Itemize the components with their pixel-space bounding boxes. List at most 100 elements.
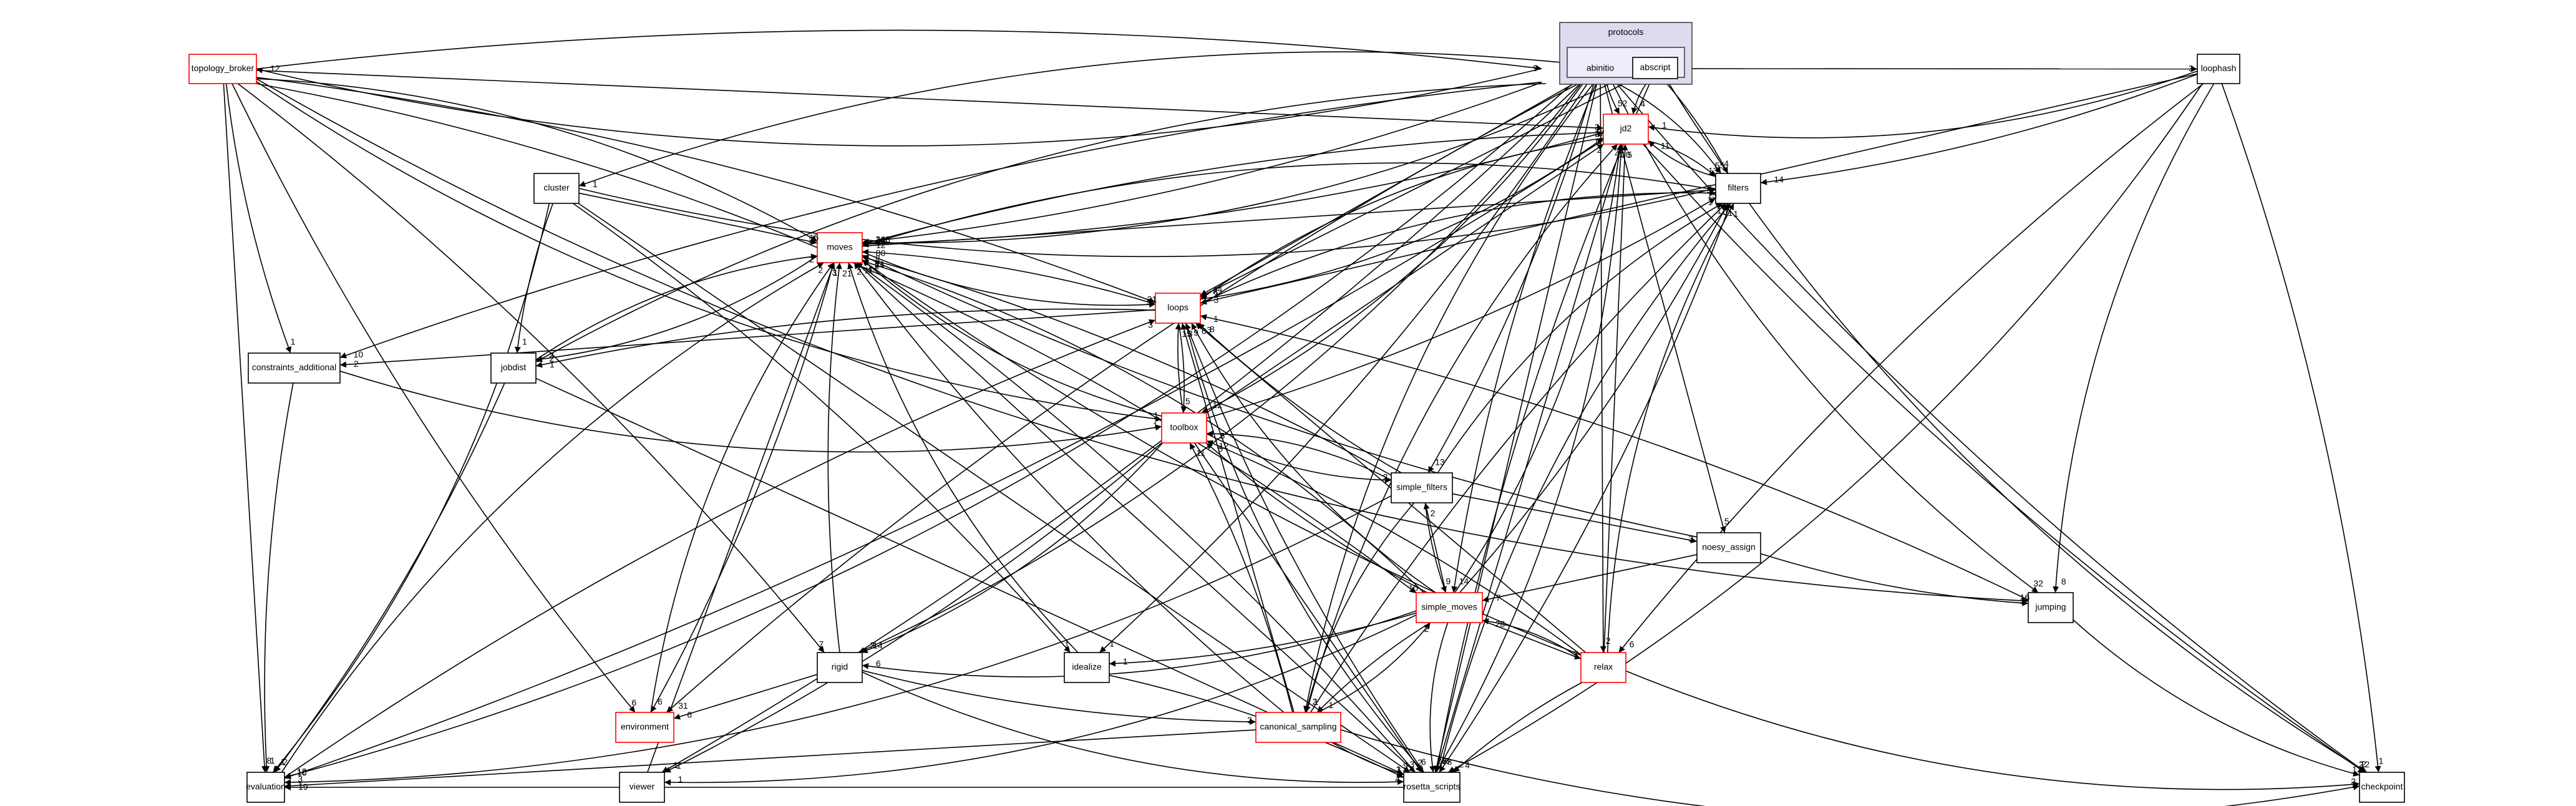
edge-label-abinitio-to-rosetta_scripts[interactable]: 40 bbox=[1441, 755, 1451, 765]
node-label-constraints_additional[interactable]: constraints_additional bbox=[252, 362, 336, 372]
edge-label-simple_filters-to-canonical_sampling[interactable]: 1 bbox=[1314, 697, 1319, 707]
node-box-toolbox[interactable] bbox=[1161, 412, 1207, 444]
node-rigid[interactable]: rigid bbox=[817, 652, 863, 683]
edge-constraints_additional-to-toolbox[interactable] bbox=[339, 371, 1162, 453]
edge-label-environment-to-moves[interactable]: 3 bbox=[832, 268, 837, 278]
edge-label-cluster-to-jobdist[interactable]: 1 bbox=[522, 336, 527, 346]
node-label-toolbox[interactable]: toolbox bbox=[1170, 422, 1198, 432]
edge-topology_broker-to-jumping[interactable] bbox=[256, 78, 2029, 604]
edge-topology_broker-to-environment[interactable] bbox=[231, 83, 636, 713]
edge-label-loops-to-filters[interactable]: 15 bbox=[1707, 190, 1717, 200]
edge-label-jd2-to-filters[interactable]: 13 bbox=[1708, 166, 1718, 176]
edge-relax-to-loops[interactable] bbox=[1195, 323, 1587, 653]
node-label-rigid[interactable]: rigid bbox=[832, 662, 848, 672]
node-abscript[interactable]: abscript bbox=[1632, 57, 1678, 79]
edge-label-filters-to-moves[interactable]: 12 bbox=[876, 240, 886, 250]
node-label-environment[interactable]: environment bbox=[621, 722, 669, 732]
edge-label-topology_broker-to-environment[interactable]: 6 bbox=[631, 697, 636, 707]
edge-label-topology_broker-to-constraints_additional[interactable]: 1 bbox=[291, 336, 296, 346]
edge-label-canonical_sampling-to-simple_moves[interactable]: 2 bbox=[1424, 624, 1429, 634]
node-idealize[interactable]: idealize bbox=[1064, 652, 1110, 683]
edge-label-loops-to-constraints_additional[interactable]: 2 bbox=[354, 359, 359, 369]
edge-label-moves-to-rosetta_scripts[interactable]: 3 bbox=[1409, 759, 1414, 769]
node-box-rosetta_scripts[interactable] bbox=[1403, 772, 1461, 803]
edge-loophash-to-filters[interactable] bbox=[1760, 74, 2198, 185]
edge-abscript-to-filters[interactable] bbox=[1662, 78, 1729, 174]
edge-label-evaluation-to-moves[interactable]: 2 bbox=[818, 265, 823, 274]
edge-label-abinitio-to-checkpoint[interactable]: 12 bbox=[2360, 759, 2370, 769]
node-label-viewer[interactable]: viewer bbox=[629, 782, 655, 792]
edge-label-loophash-to-relax[interactable]: 6 bbox=[1630, 639, 1635, 649]
edge-label-toolbox-to-moves[interactable]: 21 bbox=[875, 259, 885, 269]
edge-label-topology_broker-to-loops[interactable]: 21 bbox=[1147, 294, 1157, 304]
edge-label-topology_broker-to-evaluation[interactable]: 8 bbox=[266, 755, 271, 765]
edge-abinitio-to-jumping[interactable] bbox=[1612, 83, 2039, 593]
node-label-cluster[interactable]: cluster bbox=[543, 183, 570, 193]
edge-simple_filters-to-toolbox[interactable] bbox=[1206, 430, 1392, 481]
node-label-simple_moves[interactable]: simple_moves bbox=[1421, 602, 1477, 612]
edge-abinitio-to-evaluation[interactable] bbox=[284, 83, 1573, 779]
edge-label-loophash-to-rosetta_scripts[interactable]: 2 bbox=[1459, 759, 1464, 769]
edge-label-rosetta_scripts-to-filters[interactable]: 1 bbox=[1728, 208, 1733, 218]
edge-jd2-to-rosetta_scripts[interactable] bbox=[1435, 143, 1622, 773]
edge-abscript-to-cluster[interactable] bbox=[578, 51, 1633, 187]
edge-constraints_additional-to-evaluation[interactable] bbox=[263, 382, 294, 773]
edge-simple_moves-to-rigid[interactable] bbox=[862, 610, 1417, 677]
edge-abinitio-to-viewer[interactable] bbox=[661, 83, 1581, 773]
edge-abscript-to-rosetta_scripts[interactable] bbox=[1434, 78, 1653, 773]
edge-noesy_assign-to-moves[interactable] bbox=[862, 255, 1698, 538]
node-label-loops[interactable]: loops bbox=[1167, 303, 1188, 313]
edge-simple_moves-to-toolbox[interactable] bbox=[1205, 442, 1427, 593]
edge-relax-to-jd2[interactable] bbox=[1603, 143, 1628, 653]
edge-label-topology_broker-to-jumping[interactable]: 16 bbox=[2020, 592, 2030, 602]
edge-topology_broker-to-moves[interactable] bbox=[256, 78, 818, 242]
edge-label-jd2-to-loops[interactable]: 2 bbox=[1213, 289, 1218, 299]
edge-cluster-to-rosetta_scripts[interactable] bbox=[578, 203, 1411, 773]
node-box-filters[interactable] bbox=[1715, 173, 1761, 204]
edge-label-noesy_assign-to-simple_moves[interactable]: 7 bbox=[1496, 593, 1501, 603]
node-box-checkpoint[interactable] bbox=[2359, 772, 2405, 803]
edge-label-idealize-to-rosetta_scripts[interactable]: 1 bbox=[1396, 768, 1401, 778]
node-constraints_additional[interactable]: constraints_additional bbox=[248, 352, 341, 384]
edge-abinitio-to-relax[interactable] bbox=[1600, 83, 1606, 653]
edge-label-simple_moves-to-moves[interactable]: 2 bbox=[874, 261, 879, 271]
node-box-cluster[interactable] bbox=[533, 173, 580, 204]
edge-abinitio-to-simple_filters[interactable] bbox=[1427, 83, 1595, 473]
edge-topology_broker-to-constraints_additional[interactable] bbox=[225, 83, 291, 354]
node-label-filters[interactable]: filters bbox=[1728, 183, 1748, 193]
edge-label-abinitio-to-loophash[interactable]: 3 bbox=[2189, 63, 2194, 73]
edge-label-moves-to-jd2[interactable]: 27 bbox=[1595, 129, 1605, 138]
node-box-jd2[interactable] bbox=[1603, 114, 1649, 145]
node-box-evaluation[interactable] bbox=[246, 772, 285, 803]
node-box-environment[interactable] bbox=[615, 712, 674, 743]
edge-environment-to-moves[interactable] bbox=[650, 262, 834, 713]
edge-label-topology_broker-to-moves[interactable]: 15 bbox=[809, 233, 819, 243]
node-label-jd2[interactable]: jd2 bbox=[1620, 124, 1632, 134]
edge-label-toolbox-to-filters[interactable]: 1 bbox=[1708, 197, 1713, 207]
edge-label-abscript-to-cluster[interactable]: 1 bbox=[593, 179, 598, 189]
edge-label-simple_filters-to-noesy_assign[interactable]: 3 bbox=[1688, 534, 1693, 544]
edge-simple_moves-to-rosetta_scripts[interactable] bbox=[1429, 622, 1449, 773]
edge-label-simple_moves-to-loops[interactable]: 6 bbox=[1202, 326, 1207, 336]
edge-abinitio-to-jd2[interactable] bbox=[1606, 83, 1620, 115]
edge-label-canonical_sampling-to-filters[interactable]: 1 bbox=[1721, 206, 1726, 216]
edge-label-loophash-to-jd2[interactable]: 1 bbox=[1662, 120, 1667, 130]
edge-loops-to-toolbox[interactable] bbox=[1178, 323, 1187, 414]
edge-label-loops-to-jd2[interactable]: 9 bbox=[1595, 137, 1600, 147]
node-toolbox[interactable]: toolbox bbox=[1161, 412, 1207, 444]
edge-label-loophash-to-checkpoint[interactable]: 1 bbox=[2379, 755, 2384, 765]
edge-simple_moves-to-loops[interactable] bbox=[1191, 323, 1436, 593]
edge-abinitio-to-environment[interactable] bbox=[666, 83, 1579, 713]
node-label-moves[interactable]: moves bbox=[827, 242, 852, 252]
edge-simple_filters-to-noesy_assign[interactable] bbox=[1452, 493, 1698, 544]
edge-abinitio-to-rosetta_scripts[interactable] bbox=[1434, 83, 1598, 773]
edge-label-simple_moves-to-viewer[interactable]: 1 bbox=[678, 774, 683, 784]
edge-evaluation-to-loops[interactable] bbox=[284, 319, 1156, 778]
node-jumping[interactable]: jumping bbox=[2028, 592, 2074, 623]
edge-loophash-to-jumping[interactable] bbox=[2053, 83, 2215, 593]
edge-label-rosetta_scripts-to-evaluation[interactable]: 19 bbox=[298, 782, 308, 792]
edge-label-abscript-to-checkpoint[interactable]: 2 bbox=[2361, 759, 2366, 769]
edge-label-canonical_sampling-to-jd2[interactable]: 4 bbox=[1615, 148, 1620, 158]
edge-label-filters-to-jd2[interactable]: 11 bbox=[1661, 140, 1670, 150]
edge-jobdist-to-moves[interactable] bbox=[535, 253, 818, 361]
